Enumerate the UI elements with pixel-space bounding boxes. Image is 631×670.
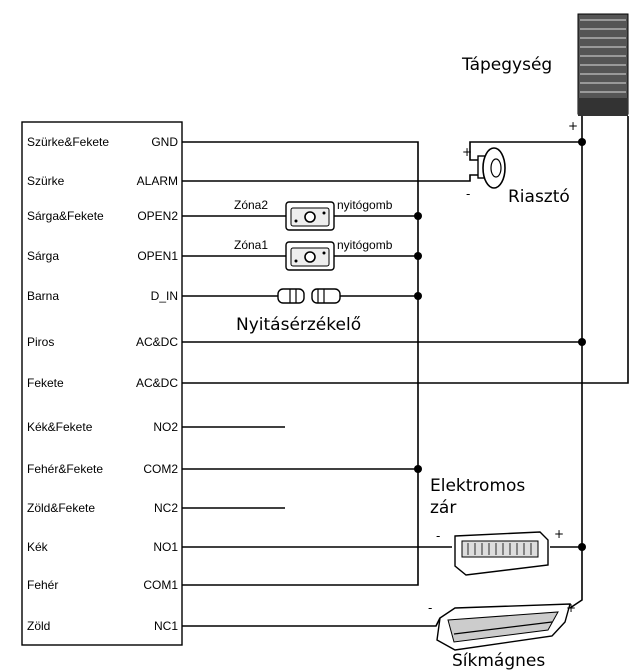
wire-color-label: Kék&Fekete (27, 420, 93, 434)
junction-dot (578, 543, 586, 551)
lock-plus-sign: + (554, 527, 564, 541)
electric-lock-label-line1: Elektromos (430, 476, 525, 496)
button-screw (322, 211, 326, 215)
terminal-pin-label: NC1 (154, 619, 178, 633)
alarm-wire (182, 174, 478, 182)
wire-color-label: Szürke&Fekete (27, 135, 109, 149)
alarm-label: Riasztó (508, 187, 570, 207)
maglock-label: Síkmágnes (452, 651, 545, 670)
junction-dot (578, 138, 586, 146)
alarm-plus-sign: + (462, 145, 472, 159)
power-supply: Tápegység + (461, 13, 629, 133)
exit-button-2: Zóna2 nyitógomb (234, 198, 393, 231)
button-screw (322, 251, 326, 255)
wire-color-label: Kék (27, 540, 49, 554)
button1-zone-label: Zóna1 (234, 238, 268, 252)
acdc-minus-wire (182, 116, 629, 384)
maglock-body (447, 611, 559, 643)
junction-dot (578, 338, 586, 346)
wires (182, 116, 629, 627)
door-sensor: Nyitásérzékelő (236, 288, 361, 335)
terminal-pin-label: OPEN2 (137, 209, 178, 223)
wire-color-label: Sárga&Fekete (27, 209, 104, 223)
wire-color-label: Piros (27, 335, 54, 349)
button2-label: nyitógomb (337, 198, 393, 212)
wire-color-label: Szürke (27, 174, 65, 188)
terminal-pin-label: ALARM (137, 174, 178, 188)
lock-body (461, 540, 539, 558)
terminal-pin-label: D_IN (151, 289, 178, 303)
junction-dot (414, 252, 422, 260)
nc1-wire (182, 617, 441, 627)
electric-lock: Elektromos zár - + (430, 476, 564, 576)
wire-color-label: Zöld (27, 619, 50, 633)
terminal-pin-label: NC2 (154, 501, 178, 515)
junction-dot (414, 212, 422, 220)
siren-inner (490, 158, 502, 178)
maglock-plus-sign: + (566, 601, 576, 615)
door-sensor-label: Nyitásérzékelő (236, 315, 361, 335)
terminal-pin-label: AC&DC (136, 376, 178, 390)
terminal-pin-label: NO1 (153, 540, 178, 554)
junction-dot (414, 465, 422, 473)
wire-color-label: Fekete (27, 376, 64, 390)
sensor-icon (277, 288, 305, 304)
plus-bus-wire (569, 116, 583, 609)
button-knob (304, 211, 316, 223)
terminal-pin-label: GND (151, 135, 178, 149)
junctions (414, 138, 586, 551)
terminal-pin-label: AC&DC (136, 335, 178, 349)
power-supply-terminals (578, 98, 628, 116)
junction-dot (414, 292, 422, 300)
alarm-minus-sign: - (466, 187, 470, 201)
wire-color-label: Sárga (27, 249, 59, 263)
maglock-edge (453, 621, 553, 635)
exit-button-1: Zóna1 nyitógomb (234, 238, 393, 271)
alarm-siren: + - Riasztó (462, 145, 570, 207)
wire-color-label: Barna (27, 289, 59, 303)
button2-zone-label: Zóna2 (234, 198, 268, 212)
lock-ribs (467, 543, 532, 555)
terminal-pin-label: COM1 (143, 578, 178, 592)
power-supply-vents (580, 19, 626, 93)
electric-lock-label-line2: zár (430, 498, 456, 518)
maglock-minus-sign: - (428, 601, 432, 615)
lock-minus-sign: - (436, 529, 440, 543)
gnd-com-bus-wire (182, 141, 419, 586)
button-screw (294, 259, 298, 263)
terminal-pin-label: COM2 (143, 462, 178, 476)
power-supply-plus-sign: + (568, 119, 578, 133)
terminal-pin-label: OPEN1 (137, 249, 178, 263)
terminal-pin-label: NO2 (153, 420, 178, 434)
power-supply-label: Tápegység (461, 55, 552, 75)
wire-color-label: Fehér&Fekete (27, 462, 103, 476)
controller-terminal-block (21, 121, 183, 646)
alarm-plus-wire (469, 141, 582, 161)
button-screw (294, 219, 298, 223)
magnet-icon (311, 288, 341, 304)
button-knob (304, 251, 316, 263)
wire-color-label: Fehér (27, 578, 58, 592)
maglock: - + Síkmágnes (428, 601, 576, 670)
wire-color-label: Zöld&Fekete (27, 501, 95, 515)
button1-label: nyitógomb (337, 238, 393, 252)
